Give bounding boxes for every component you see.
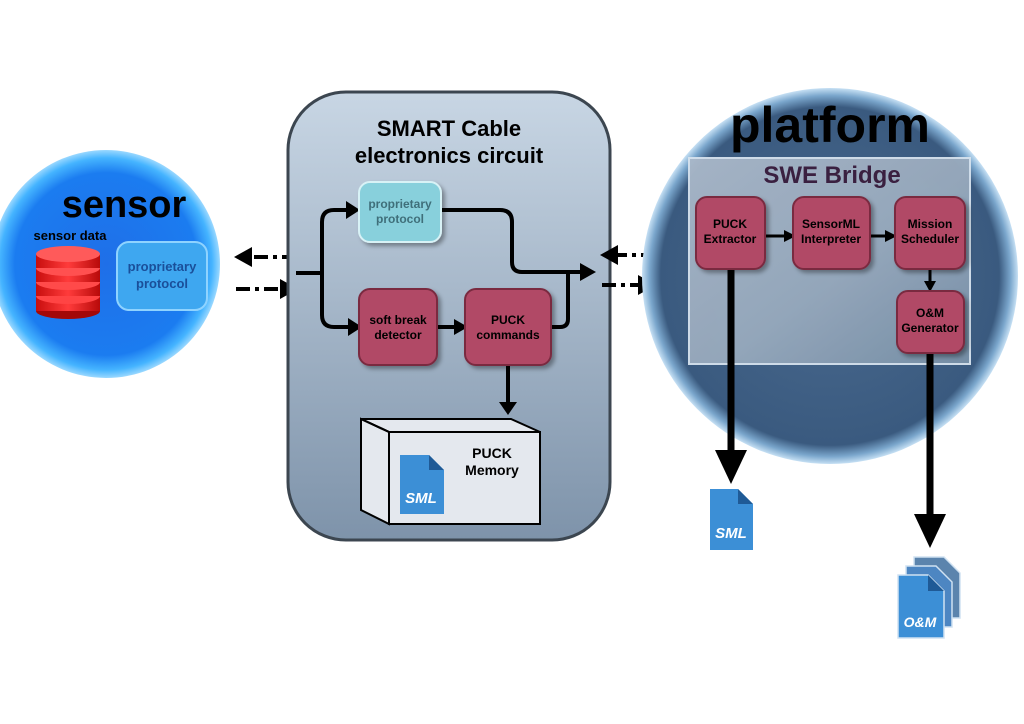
sensorml-interpreter-box xyxy=(792,196,871,270)
sensor-node: sensor sensor data proprietary protocol xyxy=(0,150,220,378)
cable-connectors xyxy=(296,208,582,404)
puck-commands-line1: PUCK xyxy=(491,313,525,327)
cable-protocol-line1: proprietary xyxy=(368,197,432,211)
bridge-connectors xyxy=(765,234,932,283)
cable-protocol-box xyxy=(358,181,442,243)
cable-protocol-line2: protocol xyxy=(376,212,424,226)
sml-output-arrowhead xyxy=(715,450,747,484)
interpreter-line2: Interpreter xyxy=(801,232,861,246)
generator-line1: O&M xyxy=(916,306,944,320)
platform-node: platform SWE Bridge PUCK Extractor Senso… xyxy=(642,88,1018,464)
puck-commands-line2: commands xyxy=(476,328,540,342)
arrow-to-softbreak xyxy=(348,318,362,336)
smart-cable-panel: SMART Cable electronics circuit propriet… xyxy=(286,90,612,542)
interpreter-line1: SensorML xyxy=(802,217,860,231)
generator-line2: Generator xyxy=(901,321,959,335)
om-output-label: O&M xyxy=(904,614,937,630)
sensor-protocol-line1: proprietary xyxy=(128,259,197,274)
puck-memory-line2: Memory xyxy=(465,462,519,478)
arrow-to-scheduler xyxy=(885,230,897,242)
platform-title: platform xyxy=(730,97,930,153)
softbreak-detector-box xyxy=(358,288,438,366)
softbreak-line1: soft break xyxy=(369,313,427,327)
arrow-to-interpreter xyxy=(784,230,796,242)
sensor-data-stack-icon xyxy=(36,246,100,319)
arrow-to-generator xyxy=(924,281,936,292)
output-arrows xyxy=(715,270,946,548)
puck-commands-box xyxy=(464,288,552,366)
puck-extractor-box xyxy=(695,196,766,270)
puck-memory-line1: PUCK xyxy=(472,445,512,461)
extractor-line2: Extractor xyxy=(704,232,757,246)
scheduler-line2: Scheduler xyxy=(901,232,959,246)
softbreak-line2: detector xyxy=(374,328,422,342)
sml-output-icon xyxy=(710,489,753,550)
sml-output-document: SML xyxy=(710,489,753,550)
scheduler-line1: Mission xyxy=(908,217,953,231)
sensor-title: sensor xyxy=(62,184,187,226)
om-output-documents: O&M xyxy=(897,556,961,639)
arrow-to-puck-commands xyxy=(454,319,468,335)
sensor-protocol-line2: protocol xyxy=(136,276,188,291)
om-generator-box xyxy=(896,290,965,354)
sensor-protocol-box xyxy=(116,241,208,311)
mission-scheduler-box xyxy=(894,196,966,270)
sensor-data-label: sensor data xyxy=(34,228,108,243)
cable-title-line2: electronics circuit xyxy=(355,143,544,168)
cable-title-line1: SMART Cable xyxy=(377,116,521,141)
arrow-to-platform-link xyxy=(580,263,596,281)
swe-bridge-title: SWE Bridge xyxy=(763,162,900,189)
extractor-line1: PUCK xyxy=(713,217,747,231)
sml-output-label: SML xyxy=(715,525,747,542)
arrow-to-memory xyxy=(499,402,517,415)
sml-document-icon xyxy=(400,455,444,514)
arrow-to-protocol xyxy=(346,201,360,219)
memory-sml-label: SML xyxy=(405,490,437,507)
om-output-arrowhead xyxy=(914,514,946,548)
sensor-circle xyxy=(0,150,220,378)
